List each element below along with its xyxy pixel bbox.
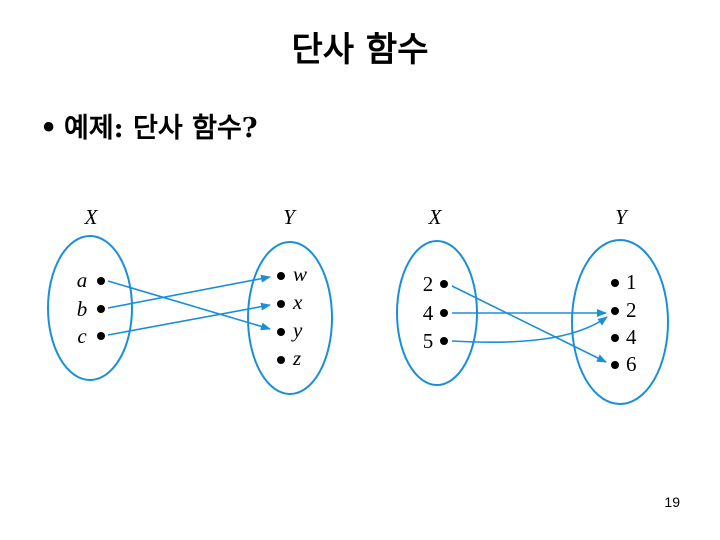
- diagram-2-codomain-label: Y: [615, 205, 629, 229]
- diagram-1-arrow: [107, 280, 271, 331]
- diagram-2-domain-dot: [440, 337, 448, 345]
- page-number: 19: [664, 494, 680, 510]
- diagram-1-codomain-element: y: [291, 318, 303, 342]
- diagram-2-codomain-dot: [611, 279, 619, 287]
- diagram-1-codomain-ellipse: [247, 241, 333, 395]
- diagram-1-domain-label: X: [84, 205, 99, 229]
- diagram-1: X Y a b c w x y z: [47, 205, 333, 395]
- bullet-marker: •: [40, 113, 58, 144]
- diagram-2-domain-label: X: [428, 205, 443, 229]
- diagram-1-codomain-element: z: [292, 346, 301, 370]
- diagram-1-codomain-label: Y: [283, 205, 297, 229]
- diagram-2-domain-dot: [440, 309, 448, 317]
- diagram-2-codomain-element: 1: [626, 270, 637, 294]
- diagram-2-codomain-dot: [611, 361, 619, 369]
- diagram-2-arrow: [451, 285, 607, 363]
- diagram-1-arrow: [107, 302, 271, 336]
- diagram-1-domain-dot: [97, 277, 105, 285]
- diagram-1-codomain-dot: [277, 328, 285, 336]
- diagram-2-domain-element: 2: [423, 272, 434, 296]
- bullet-item: •예제: 단사 함수?: [40, 106, 258, 145]
- diagram-2: X Y 2 4 5 1 2 4 6: [396, 205, 669, 405]
- diagram-1-domain-dot: [97, 305, 105, 313]
- diagram-1-codomain-dot: [277, 300, 285, 308]
- diagram-2-codomain-element: 6: [626, 352, 637, 376]
- diagram-2-arrow: [451, 316, 608, 344]
- diagram-1-domain-element: c: [77, 324, 87, 348]
- diagram-1-domain-element: a: [77, 268, 88, 292]
- bullet-text: 예제: 단사 함수?: [64, 113, 258, 144]
- diagram-2-codomain-dot: [611, 307, 619, 315]
- diagram-1-domain-dot: [97, 332, 105, 340]
- diagram-2-domain-dot: [440, 280, 448, 288]
- diagram-2-codomain-element: 4: [626, 325, 637, 349]
- diagram-1-codomain-element: w: [293, 262, 307, 286]
- slide-title: 단사 함수: [291, 30, 429, 70]
- diagram-1-domain-ellipse: [47, 235, 133, 381]
- diagram-1-codomain-dot: [277, 272, 285, 280]
- diagram-2-codomain-element: 2: [626, 298, 637, 322]
- diagram-1-codomain-element: x: [292, 290, 303, 314]
- diagram-1-arrow: [107, 274, 271, 309]
- diagram-1-domain-element: b: [77, 297, 88, 321]
- diagram-2-domain-element: 5: [423, 329, 434, 353]
- diagram-2-codomain-ellipse: [571, 239, 669, 405]
- diagram-2-domain-element: 4: [423, 301, 434, 325]
- diagram-1-codomain-dot: [277, 356, 285, 364]
- diagram-2-codomain-dot: [611, 334, 619, 342]
